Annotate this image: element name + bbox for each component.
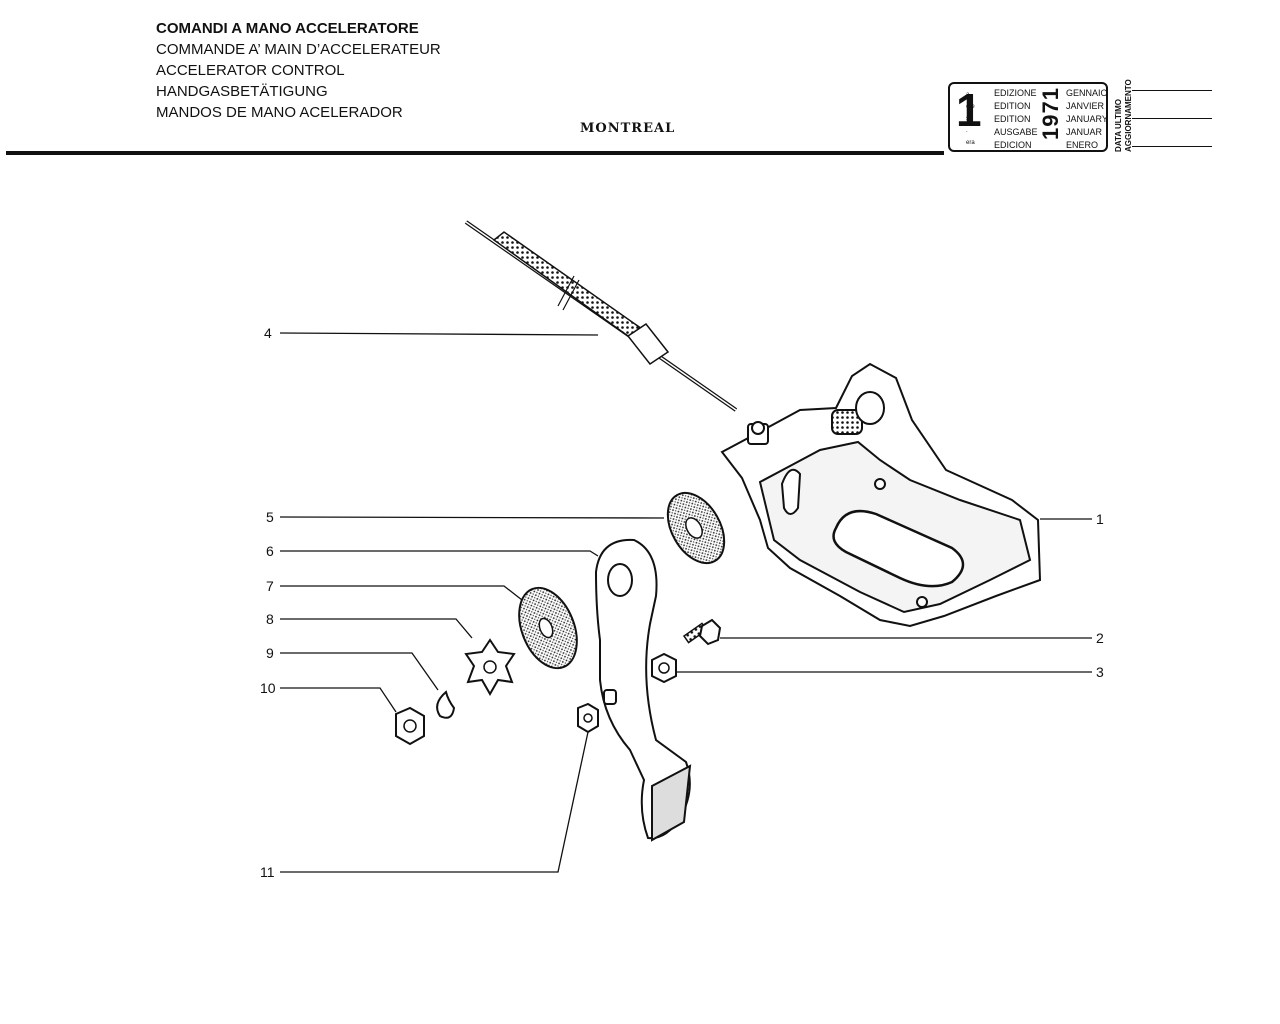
edition-label: EDITION xyxy=(994,114,1031,124)
update-line xyxy=(1132,90,1212,91)
update-line xyxy=(1132,146,1212,147)
edition-label: EDIZIONE xyxy=(994,88,1037,98)
edition-month: JANUAR xyxy=(1066,127,1103,137)
edition-suffix: . xyxy=(966,128,968,134)
washer-medium xyxy=(518,586,578,670)
title-german: HANDGASBETÄTIGUNG xyxy=(156,83,328,100)
callout-7: 7 xyxy=(266,578,274,594)
title-italian: COMANDI A MANO ACCELERATORE xyxy=(156,20,419,37)
leader-lines xyxy=(279,332,1092,873)
callout-8: 8 xyxy=(266,611,274,627)
edition-suffix: ère xyxy=(966,104,975,110)
hand-lever xyxy=(594,538,692,842)
title-block: COMANDI A MANO ACCELERATORE COMMANDE A’ … xyxy=(156,18,441,123)
header-rule xyxy=(6,151,944,155)
edition-number: 1 xyxy=(956,84,982,136)
star-washer xyxy=(464,638,516,697)
edition-suffix: a xyxy=(966,92,970,98)
washer-large xyxy=(666,491,726,565)
title-spanish: MANDOS DE MANO ACELERADOR xyxy=(156,104,403,121)
bolt xyxy=(682,618,722,646)
callout-5: 5 xyxy=(266,509,274,525)
brand-logo: MONTREAL xyxy=(580,121,676,136)
spring-washer xyxy=(436,690,456,719)
nut-small xyxy=(577,702,599,734)
nut-left xyxy=(395,706,425,746)
edition-label: EDITION xyxy=(994,101,1031,111)
callout-10: 10 xyxy=(260,680,276,696)
callout-9: 9 xyxy=(266,645,274,661)
nut-right xyxy=(651,652,677,684)
edition-month: JANUARY xyxy=(1066,114,1108,124)
title-english: ACCELERATOR CONTROL xyxy=(156,62,345,79)
edition-label: EDICION xyxy=(994,140,1032,150)
title-french: COMMANDE A’ MAIN D’ACCELERATEUR xyxy=(156,41,441,58)
edition-suffix: st xyxy=(966,116,971,122)
edition-month: ENERO xyxy=(1066,140,1099,150)
callout-3: 3 xyxy=(1096,664,1104,680)
edition-suffix: era xyxy=(966,140,975,146)
edition-box: 1 a ère st . era EDIZIONE EDITION EDITIO… xyxy=(948,82,1108,152)
edition-month: JANVIER xyxy=(1066,101,1105,111)
mounting-bracket xyxy=(720,362,1042,628)
update-line xyxy=(1132,118,1212,119)
edition-month: GENNAIO xyxy=(1066,88,1108,98)
edition-label: AUSGABE xyxy=(994,127,1038,137)
throttle-cable xyxy=(464,220,738,412)
callout-4: 4 xyxy=(264,325,272,341)
callout-2: 2 xyxy=(1096,630,1104,646)
callout-1: 1 xyxy=(1096,511,1104,527)
callout-6: 6 xyxy=(266,543,274,559)
callout-11: 11 xyxy=(260,864,275,880)
